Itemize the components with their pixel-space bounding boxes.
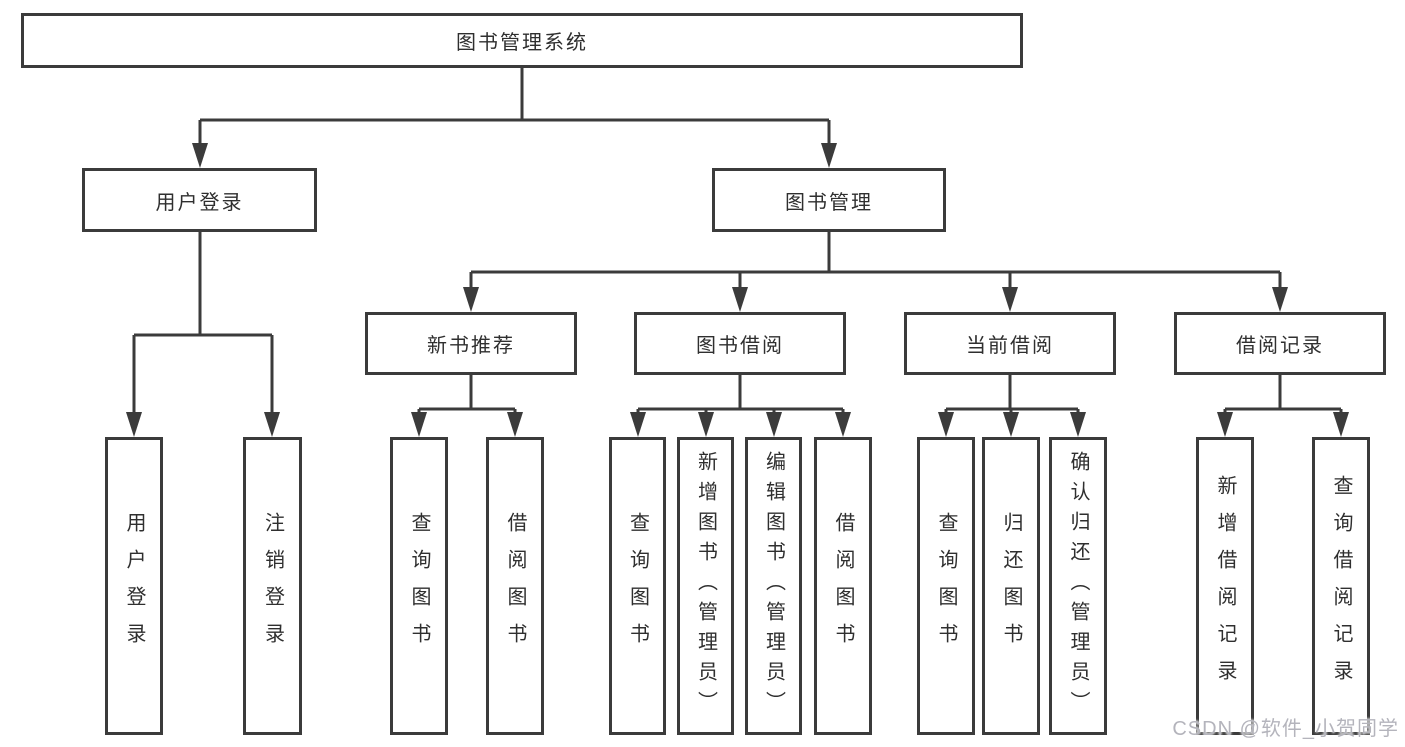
leaf-user-login-label: 用户登录 <box>123 512 145 660</box>
node-borrow-records-label: 借阅记录 <box>1236 335 1324 357</box>
leaf-borrow-books-1-label: 借阅图书 <box>504 512 526 660</box>
node-user-login-label: 用户登录 <box>155 191 244 214</box>
leaf-add-book-admin: 新增图书（管理员） <box>677 437 734 735</box>
node-new-book-recommend-label: 新书推荐 <box>427 335 515 357</box>
node-current-borrow: 当前借阅 <box>904 312 1116 375</box>
csdn-watermark: CSDN @软件_小贺同学 <box>1172 718 1399 740</box>
leaf-edit-book-admin: 编辑图书（管理员） <box>745 437 802 735</box>
leaf-add-book-admin-label: 新增图书（管理员） <box>694 451 717 721</box>
leaf-edit-book-admin-label: 编辑图书（管理员） <box>762 451 785 721</box>
node-user-login: 用户登录 <box>82 168 317 232</box>
node-book-management: 图书管理 <box>712 168 946 232</box>
leaf-add-borrow-record-label: 新增借阅记录 <box>1214 475 1236 697</box>
leaf-query-books-1-label: 查询图书 <box>408 512 430 660</box>
leaf-logout-label: 注销登录 <box>261 512 284 660</box>
leaf-borrow-books-2: 借阅图书 <box>814 437 872 735</box>
leaf-add-borrow-record: 新增借阅记录 <box>1196 437 1254 735</box>
leaf-confirm-return-admin: 确认归还（管理员） <box>1049 437 1107 735</box>
leaf-user-login: 用户登录 <box>105 437 163 735</box>
leaf-confirm-return-admin-label: 确认归还（管理员） <box>1067 451 1089 721</box>
node-book-borrow-label: 图书借阅 <box>696 335 784 357</box>
leaf-query-books-3: 查询图书 <box>917 437 975 735</box>
leaf-borrow-books-2-label: 借阅图书 <box>832 512 854 660</box>
leaf-query-books-2: 查询图书 <box>609 437 666 735</box>
leaf-query-books-3-label: 查询图书 <box>935 512 957 660</box>
node-current-borrow-label: 当前借阅 <box>966 335 1054 357</box>
leaf-return-books: 归还图书 <box>982 437 1040 735</box>
leaf-logout: 注销登录 <box>243 437 302 735</box>
node-root: 图书管理系统 <box>21 13 1023 68</box>
node-borrow-records: 借阅记录 <box>1174 312 1386 375</box>
leaf-borrow-books-1: 借阅图书 <box>486 437 544 735</box>
leaf-query-borrow-record: 查询借阅记录 <box>1312 437 1370 735</box>
leaf-query-books-1: 查询图书 <box>390 437 448 735</box>
leaf-query-books-2-label: 查询图书 <box>626 512 649 660</box>
node-new-book-recommend: 新书推荐 <box>365 312 577 375</box>
node-book-borrow: 图书借阅 <box>634 312 846 375</box>
leaf-return-books-label: 归还图书 <box>1000 512 1022 660</box>
node-book-management-label: 图书管理 <box>785 191 873 214</box>
node-root-label: 图书管理系统 <box>456 32 588 54</box>
leaf-query-borrow-record-label: 查询借阅记录 <box>1330 475 1352 697</box>
